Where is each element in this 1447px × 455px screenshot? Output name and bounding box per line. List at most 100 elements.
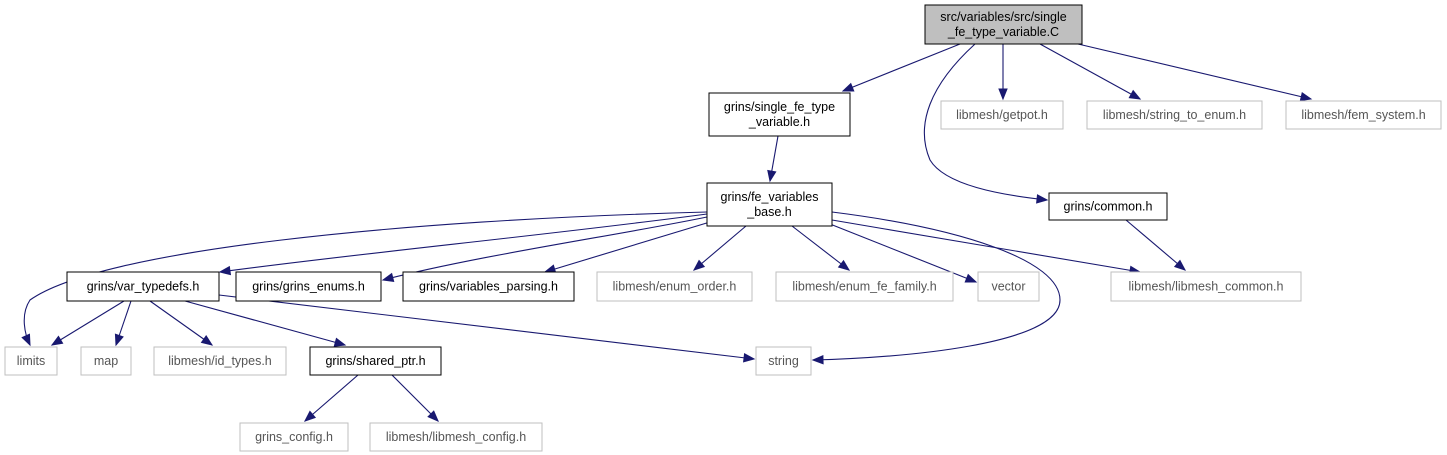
node-box-limits: [4, 346, 58, 376]
node-single-fe-type-variable-h[interactable]: grins/single_fe_type_variable.h: [708, 92, 851, 137]
node-single-fe-type-variable-c[interactable]: src/variables/src/single_fe_type_variabl…: [924, 4, 1083, 45]
edge-line-fe-variables-base-h-to-enum-order-h: [693, 225, 747, 271]
edge-var-typedefs-h-to-limits: [50, 300, 125, 346]
node-id-types-h: libmesh/id_types.h: [153, 346, 287, 376]
edge-fe-variables-base-h-to-string: [811, 211, 1061, 365]
edge-fe-variables-base-h-to-enum-fe-family-h: [791, 225, 851, 271]
edge-line-fe-variables-base-h-to-string: [812, 211, 1061, 361]
edge-line-shared-ptr-h-to-libmesh-config-h: [391, 374, 439, 422]
node-label-fe-variables-base-h-line-1: grins/fe_variables: [721, 190, 819, 204]
edge-single-fe-type-variable-c-to-getpot-h: [998, 44, 1008, 101]
node-enum-fe-family-h: libmesh/enum_fe_family.h: [775, 271, 954, 302]
arrowhead-shared-ptr-h-to-libmesh-config-h: [427, 410, 439, 422]
node-label-enum-fe-family-h: libmesh/enum_fe_family.h: [792, 280, 936, 294]
node-getpot-h: libmesh/getpot.h: [940, 100, 1064, 130]
node-variables-parsing-h[interactable]: grins/variables_parsing.h: [402, 271, 575, 302]
edge-common-h-to-libmesh-common-h: [1125, 219, 1187, 271]
node-label-var-typedefs-h: grins/var_typedefs.h: [87, 280, 200, 294]
arrowhead-single-fe-type-variable-c-to-getpot-h: [998, 88, 1008, 101]
arrowhead-var-typedefs-h-to-id-types-h: [200, 335, 214, 346]
node-box-single-fe-type-variable-c: [924, 4, 1083, 45]
node-label-grins-enums-h: grins/grins_enums.h: [252, 280, 365, 294]
node-label-libmesh-config-h: libmesh/libmesh_config.h: [386, 430, 526, 444]
node-limits: limits: [4, 346, 58, 376]
node-box-common-h: [1048, 192, 1168, 221]
edge-single-fe-type-variable-h-to-fe-variables-base-h: [767, 135, 779, 183]
node-label-grins-config-h: grins_config.h: [255, 430, 333, 444]
node-box-variables-parsing-h: [402, 271, 575, 302]
node-libmesh-config-h: libmesh/libmesh_config.h: [369, 422, 543, 452]
edge-line-single-fe-type-variable-c-to-single-fe-type-variable-h: [842, 43, 961, 92]
arrowhead-single-fe-type-variable-h-to-fe-variables-base-h: [767, 169, 777, 183]
node-common-h[interactable]: grins/common.h: [1048, 192, 1168, 221]
node-enum-order-h: libmesh/enum_order.h: [596, 271, 753, 302]
arrowhead-fe-variables-base-h-to-grins-enums-h: [381, 272, 395, 282]
edge-line-single-fe-type-variable-c-to-string-to-enum-h: [1039, 43, 1141, 100]
edge-fe-variables-base-h-to-libmesh-common-h: [831, 219, 1142, 275]
arrowhead-fe-variables-base-h-to-enum-order-h: [692, 259, 706, 271]
edge-var-typedefs-h-to-map: [114, 300, 132, 347]
arrowhead-common-h-to-libmesh-common-h: [1173, 259, 1187, 271]
arrowhead-single-fe-type-variable-c-to-single-fe-type-variable-h: [841, 82, 855, 92]
nodes-layer: src/variables/src/single_fe_type_variabl…: [4, 4, 1442, 452]
node-box-vector: [977, 271, 1040, 302]
node-label-string-to-enum-h: libmesh/string_to_enum.h: [1103, 108, 1246, 122]
node-vector: vector: [977, 271, 1040, 302]
arrowhead-var-typedefs-h-to-shared-ptr-h: [333, 337, 347, 347]
edge-fe-variables-base-h-to-var-typedefs-h: [218, 213, 708, 276]
arrowhead-shared-ptr-h-to-grins-config-h: [303, 410, 317, 422]
node-label-enum-order-h: libmesh/enum_order.h: [613, 280, 737, 294]
edge-line-var-typedefs-h-to-shared-ptr-h: [184, 300, 346, 346]
node-box-getpot-h: [940, 100, 1064, 130]
node-var-typedefs-h[interactable]: grins/var_typedefs.h: [66, 271, 220, 302]
edge-line-var-typedefs-h-to-string: [218, 294, 755, 360]
node-box-fem-system-h: [1285, 100, 1442, 130]
edge-var-typedefs-h-to-string: [218, 294, 756, 363]
edge-single-fe-type-variable-c-to-single-fe-type-variable-h: [841, 43, 961, 92]
node-label-common-h: grins/common.h: [1064, 200, 1153, 214]
arrowhead-fe-variables-base-h-to-string: [811, 355, 824, 365]
node-label-variables-parsing-h: grins/variables_parsing.h: [419, 280, 558, 294]
arrowhead-fe-variables-base-h-to-var-typedefs-h: [218, 265, 232, 276]
node-box-enum-order-h: [596, 271, 753, 302]
arrowhead-var-typedefs-h-to-map: [114, 333, 124, 347]
arrowhead-single-fe-type-variable-c-to-common-h: [1036, 194, 1049, 204]
edge-line-common-h-to-libmesh-common-h: [1125, 219, 1186, 271]
node-label-shared-ptr-h: grins/shared_ptr.h: [325, 354, 425, 368]
node-box-libmesh-common-h: [1110, 271, 1302, 302]
node-grins-enums-h[interactable]: grins/grins_enums.h: [235, 271, 382, 302]
node-map: map: [80, 346, 132, 376]
edge-line-shared-ptr-h-to-grins-config-h: [304, 374, 359, 422]
node-shared-ptr-h[interactable]: grins/shared_ptr.h: [309, 346, 442, 376]
node-label-limits: limits: [17, 354, 45, 368]
node-string-to-enum-h: libmesh/string_to_enum.h: [1086, 100, 1263, 130]
node-box-fe-variables-base-h: [706, 182, 833, 227]
node-label-libmesh-common-h: libmesh/libmesh_common.h: [1129, 280, 1284, 294]
arrowhead-var-typedefs-h-to-limits: [50, 335, 64, 346]
edge-var-typedefs-h-to-id-types-h: [149, 300, 214, 346]
node-box-enum-fe-family-h: [775, 271, 954, 302]
node-box-id-types-h: [153, 346, 287, 376]
node-label-single-fe-type-variable-c-line-1: src/variables/src/single: [940, 10, 1066, 24]
edge-line-var-typedefs-h-to-id-types-h: [149, 300, 213, 346]
arrowhead-single-fe-type-variable-c-to-fem-system-h: [1299, 91, 1313, 102]
node-box-grins-enums-h: [235, 271, 382, 302]
node-box-map: [80, 346, 132, 376]
edge-line-fe-variables-base-h-to-grins-enums-h: [382, 216, 708, 281]
node-label-single-fe-type-variable-h-line-1: grins/single_fe_type: [724, 100, 835, 114]
node-label-single-fe-type-variable-h-line-2: _variable.h: [748, 115, 810, 129]
arrowhead-single-fe-type-variable-c-to-string-to-enum-h: [1128, 89, 1142, 100]
node-box-libmesh-config-h: [369, 422, 543, 452]
edge-shared-ptr-h-to-grins-config-h: [303, 374, 359, 422]
node-label-id-types-h: libmesh/id_types.h: [168, 354, 272, 368]
node-box-string-to-enum-h: [1086, 100, 1263, 130]
edge-line-fe-variables-base-h-to-enum-fe-family-h: [791, 225, 850, 271]
node-fe-variables-base-h[interactable]: grins/fe_variables_base.h: [706, 182, 833, 227]
edge-fe-variables-base-h-to-limits: [21, 211, 708, 347]
node-label-string: string: [768, 354, 799, 368]
edge-line-single-fe-type-variable-c-to-common-h: [923, 43, 1048, 201]
edge-fe-variables-base-h-to-variables-parsing-h: [543, 221, 711, 274]
node-box-string: [755, 346, 812, 376]
arrowhead-fe-variables-base-h-to-vector: [964, 273, 978, 283]
